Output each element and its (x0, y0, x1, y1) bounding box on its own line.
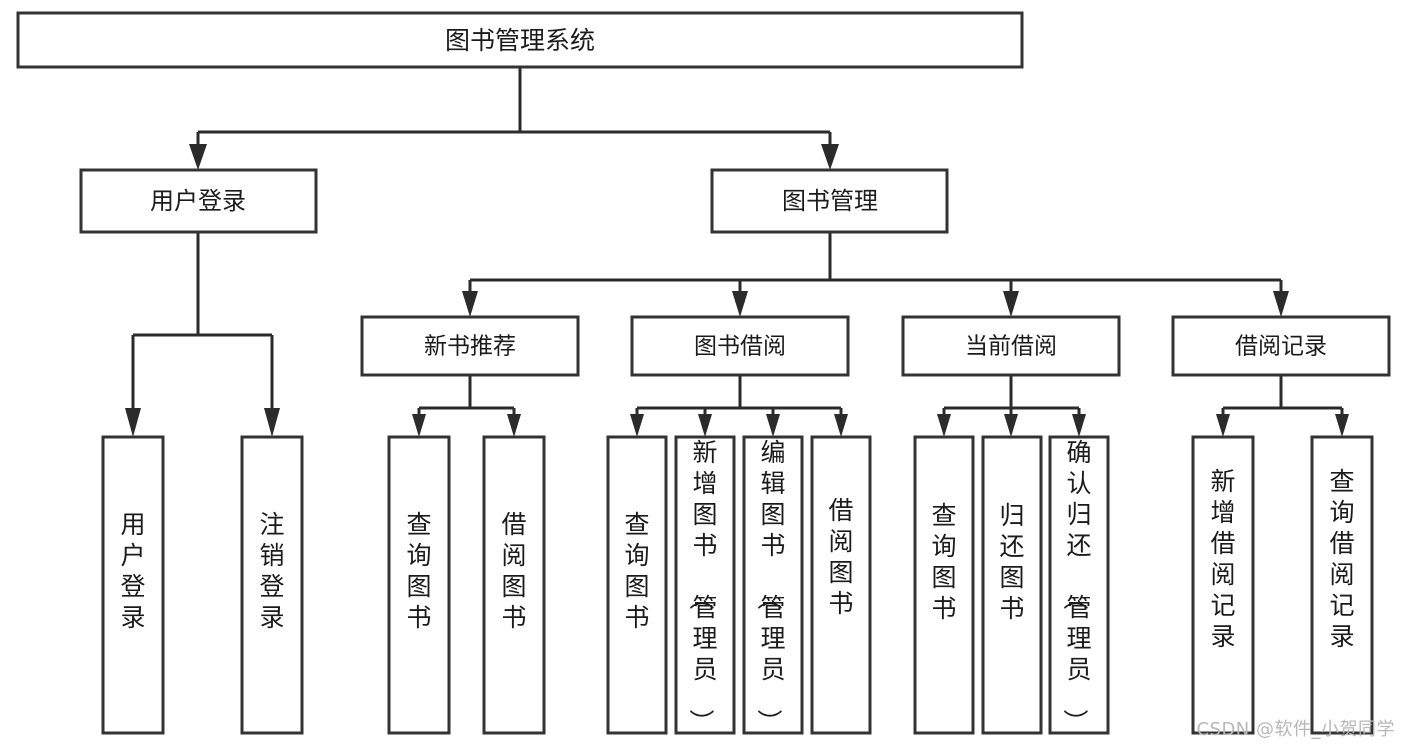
node-current-borrow-label: 当前借阅 (965, 334, 1057, 360)
arrowhead-borrow-books-rec (507, 414, 521, 437)
leaf-edit-book-admin-box[interactable] (742, 435, 804, 735)
arrowhead-add-book-admin (698, 414, 712, 437)
node-book-management[interactable]: 图书管理 (710, 168, 949, 234)
leaf-query-books-rec[interactable]: 查询图书 (387, 435, 451, 735)
arrowhead-book-management (821, 144, 839, 170)
node-new-book-recommend[interactable]: 新书推荐 (360, 315, 580, 377)
leaf-borrow-books-rec-label: 借阅图书 (501, 510, 526, 632)
arrowhead-query-books-rec (412, 414, 426, 437)
arrowhead-user-login-action (125, 408, 141, 437)
node-root-box[interactable] (16, 11, 1024, 69)
node-new-book-recommend-box[interactable] (360, 315, 580, 377)
arrowhead-return-book (1004, 414, 1018, 437)
arrowhead-edit-book-admin (766, 414, 780, 437)
leaf-nodes-layer: 用户登录 注销登录 查询图书 借阅图书 查询图书 新增图书（管理员） 编辑图书（… (101, 435, 1374, 735)
arrowhead-query-borrow-record (1335, 414, 1349, 437)
leaf-confirm-return-admin[interactable]: 确认归还（管理员） (1048, 435, 1110, 735)
leaf-add-book-admin[interactable]: 新增图书（管理员） (674, 435, 736, 735)
arrowhead-confirm-return-admin (1072, 414, 1086, 437)
leaf-add-book-admin-label: 新增图书（管理员） (686, 438, 717, 734)
arrowhead-book-borrow (732, 291, 748, 317)
leaf-user-login-action[interactable]: 用户登录 (101, 435, 165, 735)
arrowhead-user-login (189, 144, 207, 170)
leaf-query-books-rec-label: 查询图书 (406, 510, 431, 632)
leaf-logout-action[interactable]: 注销登录 (240, 435, 304, 735)
node-user-login-label: 用户登录 (150, 187, 246, 215)
leaf-add-book-admin-box[interactable] (674, 435, 736, 735)
node-current-borrow-box[interactable] (901, 315, 1121, 377)
leaf-borrow-books-rec-box[interactable] (482, 435, 546, 735)
leaf-borrow-book-action[interactable]: 借阅图书 (810, 435, 872, 735)
leaf-borrow-books-rec[interactable]: 借阅图书 (482, 435, 546, 735)
leaf-edit-book-admin[interactable]: 编辑图书（管理员） (742, 435, 804, 735)
node-root-label: 图书管理系统 (445, 26, 595, 55)
leaf-query-borrow-record[interactable]: 查询借阅记录 (1310, 435, 1374, 735)
leaf-add-borrow-record-label: 新增借阅记录 (1210, 467, 1235, 651)
arrowhead-borrow-records (1273, 291, 1289, 317)
arrowhead-query-books-current (937, 414, 951, 437)
leaf-borrow-book-action-box[interactable] (810, 435, 872, 735)
leaf-query-books-borrow[interactable]: 查询图书 (606, 435, 668, 735)
node-new-book-recommend-label: 新书推荐 (424, 334, 516, 360)
leaf-user-login-action-label: 用户登录 (120, 510, 145, 632)
node-current-borrow[interactable]: 当前借阅 (901, 315, 1121, 377)
node-book-borrow-label: 图书借阅 (694, 334, 786, 360)
leaf-query-books-current-label: 查询图书 (931, 501, 956, 623)
node-user-login-box[interactable] (79, 168, 318, 234)
leaf-query-books-current[interactable]: 查询图书 (913, 435, 975, 735)
node-borrow-records[interactable]: 借阅记录 (1171, 315, 1391, 377)
arrowhead-new-book-recommend (462, 291, 478, 317)
leaf-logout-action-label: 注销登录 (259, 510, 284, 632)
leaf-query-books-borrow-box[interactable] (606, 435, 668, 735)
node-book-management-box[interactable] (710, 168, 949, 234)
leaf-edit-book-admin-label: 编辑图书（管理员） (754, 438, 785, 734)
leaf-return-book-label: 归还图书 (999, 501, 1024, 623)
node-book-borrow-box[interactable] (630, 315, 850, 377)
leaf-logout-action-box[interactable] (240, 435, 304, 735)
leaf-query-borrow-record-box[interactable] (1310, 435, 1374, 735)
node-user-login[interactable]: 用户登录 (79, 168, 318, 234)
leaf-user-login-action-box[interactable] (101, 435, 165, 735)
node-borrow-records-box[interactable] (1171, 315, 1391, 377)
node-borrow-records-label: 借阅记录 (1235, 334, 1327, 360)
arrowhead-logout-action (264, 408, 280, 437)
leaf-query-books-current-box[interactable] (913, 435, 975, 735)
node-root[interactable]: 图书管理系统 (16, 11, 1024, 69)
leaf-confirm-return-admin-label: 确认归还（管理员） (1060, 438, 1091, 734)
leaf-return-book[interactable]: 归还图书 (981, 435, 1043, 735)
arrowhead-current-borrow (1003, 291, 1019, 317)
arrowhead-borrow-book-action (834, 414, 848, 437)
leaf-add-borrow-record-box[interactable] (1191, 435, 1255, 735)
leaf-confirm-return-admin-box[interactable] (1048, 435, 1110, 735)
leaf-borrow-book-action-label: 借阅图书 (828, 496, 853, 618)
node-book-management-label: 图书管理 (782, 187, 878, 215)
leaf-query-borrow-record-label: 查询借阅记录 (1329, 467, 1354, 651)
leaf-return-book-box[interactable] (981, 435, 1043, 735)
leaf-add-borrow-record[interactable]: 新增借阅记录 (1191, 435, 1255, 735)
connector-layer (125, 67, 1349, 437)
leaf-query-books-borrow-label: 查询图书 (624, 510, 649, 632)
leaf-query-books-rec-box[interactable] (387, 435, 451, 735)
arrowhead-query-books-borrow (630, 414, 644, 437)
arrowhead-add-borrow-record (1216, 414, 1230, 437)
node-book-borrow[interactable]: 图书借阅 (630, 315, 850, 377)
